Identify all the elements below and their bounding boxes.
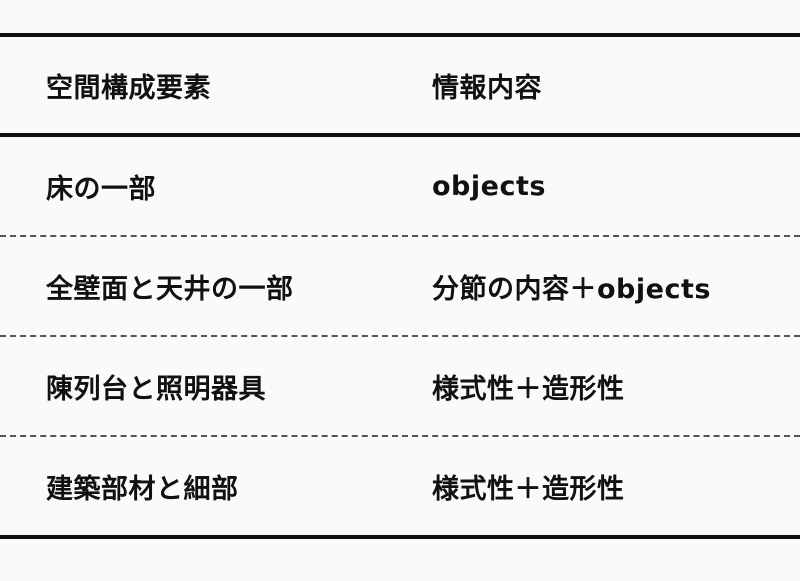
table-header-row: 空間構成要素 情報内容 [0,37,800,133]
table-row: 全壁面と天井の一部 分節の内容＋objects [0,237,800,335]
table-row: 床の一部 objects [0,137,800,235]
row-divider [0,335,800,337]
table-row: 建築部材と細部 様式性＋造形性 [0,437,800,535]
row-divider [0,435,800,437]
table-row: 陳列台と照明器具 様式性＋造形性 [0,337,800,435]
cell-spatial-element: 全壁面と天井の一部 [46,273,294,305]
cell-spatial-element: 建築部材と細部 [46,473,239,505]
table-header-rule [0,133,800,137]
info-table: 空間構成要素 情報内容 床の一部 objects 全壁面と天井の一部 分節の内容… [0,33,800,539]
cell-information-content: 分節の内容＋objects [432,273,711,305]
row-divider [0,235,800,237]
cell-spatial-element: 床の一部 [46,173,156,205]
table-top-rule [0,33,800,37]
cell-information-content: 様式性＋造形性 [432,473,625,505]
cell-spatial-element: 陳列台と照明器具 [46,373,266,405]
header-spatial-element: 空間構成要素 [46,72,211,104]
table-bottom-rule [0,535,800,539]
cell-information-content: objects [432,170,546,202]
cell-information-content: 様式性＋造形性 [432,373,625,405]
header-information-content: 情報内容 [432,72,542,104]
